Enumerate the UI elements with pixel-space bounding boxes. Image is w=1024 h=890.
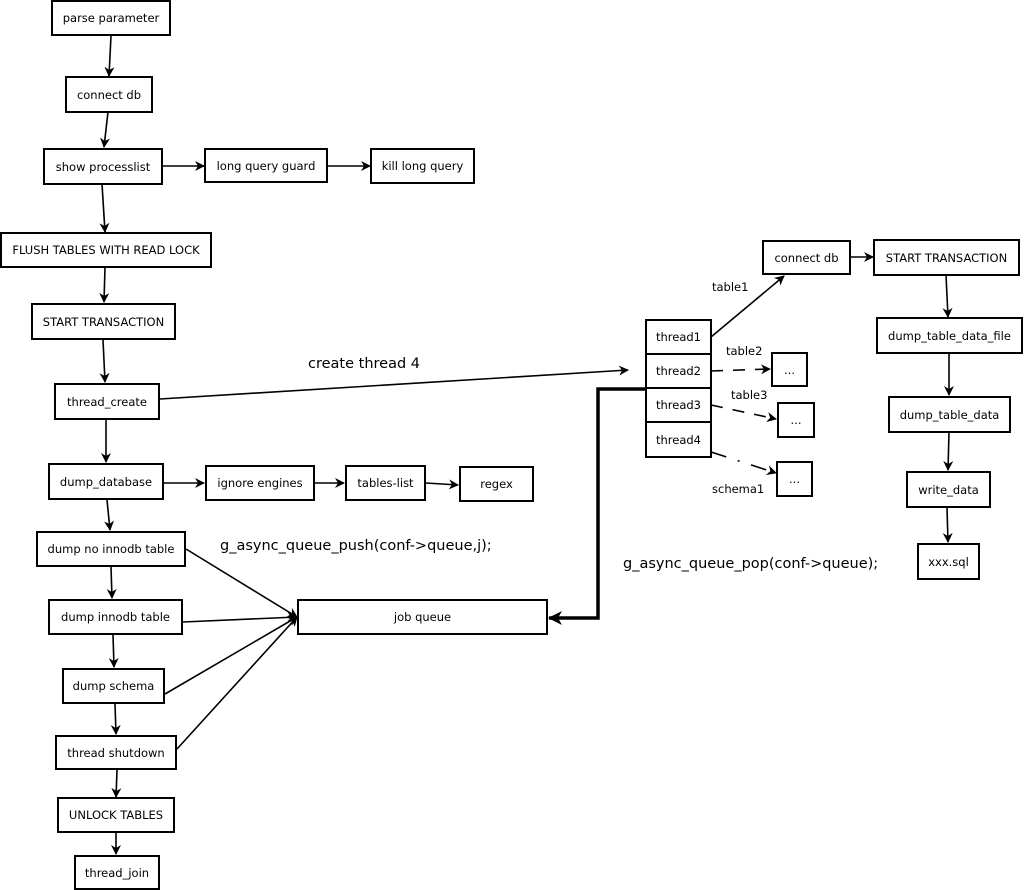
job-queue-box: job queue [297, 599, 548, 635]
thread4-box: thread4 [645, 421, 712, 458]
regex-box: regex [459, 466, 534, 502]
schema1-label: schema1 [712, 482, 765, 496]
dump-table-data-box: dump_table_data [888, 396, 1011, 433]
dump-database-label: dump_database [59, 474, 153, 489]
queue-push-label: g_async_queue_push(conf->queue,j); [220, 538, 492, 554]
arrow-thread1-to-connect [710, 275, 785, 338]
dump-schema-box: dump schema [62, 668, 165, 704]
xxx-sql-box: xxx.sql [917, 543, 980, 580]
table3-label: table3 [731, 388, 768, 402]
flush-tables-label: FLUSH TABLES WITH READ LOCK [12, 243, 200, 257]
dump-no-innodb-table-label: dump no innodb table [47, 542, 175, 556]
arrow-innodb-to-schema [108, 634, 119, 668]
arrow-thread3-to-ellipsis [710, 404, 777, 422]
connect-db-label: connect db [76, 87, 142, 102]
thread2-label: thread2 [655, 364, 701, 378]
arrow-connect-to-processlist [100, 111, 110, 148]
arrow-schema-to-queue [164, 616, 298, 695]
tables-list-label: tables-list [357, 476, 414, 490]
thread-create-box: thread_create [54, 383, 160, 420]
dump-schema-label: dump schema [72, 679, 155, 693]
write-data-box: write_data [906, 471, 991, 508]
kill-long-query-box: kill long query [370, 148, 475, 184]
arrow-start-to-threadcreate [99, 339, 110, 383]
arrow-schema-to-shutdown [110, 703, 121, 735]
dump-table-data-file-box: dump_table_data_file [876, 317, 1023, 354]
thread3-ellipsis-label: ... [790, 413, 802, 427]
thread3-box: thread3 [645, 387, 712, 423]
arrow-create-thread [159, 365, 629, 400]
arrow-parse-to-connect [104, 35, 115, 77]
long-query-guard-box: long query guard [204, 148, 328, 183]
thread3-ellipsis-box: ... [777, 402, 815, 438]
thread1-box: thread1 [645, 319, 712, 355]
arrow-shutdown-to-unlock [111, 769, 122, 798]
parse-parameter-label: parse parameter [62, 11, 160, 25]
start-transaction-box: START TRANSACTION [31, 303, 176, 340]
kill-long-query-label: kill long query [381, 159, 464, 173]
dump-table-data-label: dump_table_data [899, 407, 1000, 422]
thread-join-box: thread_join [74, 855, 160, 890]
worker-start-transaction-label: START TRANSACTION [885, 250, 1008, 265]
thread4-ellipsis-label: ... [789, 472, 800, 486]
arrow-thread4-to-ellipsis [710, 451, 777, 475]
connect-db-box: connect db [65, 76, 153, 113]
regex-label: regex [480, 477, 513, 491]
start-transaction-label: START TRANSACTION [42, 314, 165, 329]
xxx-sql-label: xxx.sql [928, 554, 969, 569]
arrow-start-to-dumpfile [942, 274, 953, 318]
table2-label: table2 [726, 344, 763, 358]
create-thread-label: create thread 4 [308, 356, 420, 372]
worker-connect-db-box: connect db [762, 240, 851, 275]
unlock-tables-box: UNLOCK TABLES [57, 797, 175, 833]
arrow-flush-to-start [99, 266, 110, 303]
job-queue-label: job queue [393, 610, 452, 624]
thread-join-label: thread_join [84, 865, 150, 880]
table1-label: table1 [712, 280, 749, 294]
show-processlist-box: show processlist [43, 148, 163, 185]
arrow-write-to-sql [942, 507, 953, 543]
thread-create-label: thread_create [67, 394, 147, 409]
arrow-noinnodb-to-queue [185, 548, 298, 618]
arrow-processlist-to-flush [99, 183, 110, 233]
arrow-thread2-to-ellipsis [710, 364, 771, 375]
thread2-ellipsis-label: ... [784, 362, 795, 377]
arrow-tableslist-to-regex [425, 479, 459, 490]
arrow-dumpdb-to-noinnodb [104, 499, 115, 531]
dump-table-data-file-label: dump_table_data_file [888, 328, 1011, 343]
arrow-threads-to-queue [548, 387, 645, 625]
thread4-ellipsis-box: ... [776, 461, 813, 497]
arrow-noinnodb-to-innodb [106, 566, 117, 599]
arrow-innodb-to-queue [182, 612, 298, 623]
dump-no-innodb-table-box: dump no innodb table [36, 531, 186, 567]
dump-database-box: dump_database [48, 463, 164, 500]
long-query-guard-label: long query guard [216, 158, 316, 173]
parse-parameter-box: parse parameter [51, 0, 171, 36]
queue-pop-label: g_async_queue_pop(conf->queue); [623, 556, 879, 572]
thread2-box: thread2 [645, 353, 712, 389]
thread4-label: thread4 [655, 432, 701, 447]
arrow-dumpdata-to-write [943, 431, 954, 471]
thread1-label: thread1 [655, 330, 701, 344]
unlock-tables-label: UNLOCK TABLES [68, 808, 164, 822]
arrow-shutdown-to-queue [176, 616, 298, 750]
worker-start-transaction-box: START TRANSACTION [873, 239, 1020, 276]
thread3-label: thread3 [655, 398, 701, 412]
show-processlist-label: show processlist [55, 159, 151, 174]
write-data-label: write_data [918, 482, 979, 497]
thread-shutdown-box: thread shutdown [55, 735, 177, 770]
dump-innodb-table-label: dump innodb table [61, 610, 170, 624]
tables-list-box: tables-list [345, 465, 426, 501]
ignore-engines-label: ignore engines [217, 476, 303, 490]
thread-shutdown-label: thread shutdown [67, 745, 165, 760]
flush-tables-box: FLUSH TABLES WITH READ LOCK [0, 232, 212, 268]
thread2-ellipsis-box: ... [771, 352, 808, 387]
dump-innodb-table-box: dump innodb table [48, 599, 183, 635]
worker-connect-db-label: connect db [774, 250, 839, 265]
ignore-engines-box: ignore engines [205, 465, 315, 501]
